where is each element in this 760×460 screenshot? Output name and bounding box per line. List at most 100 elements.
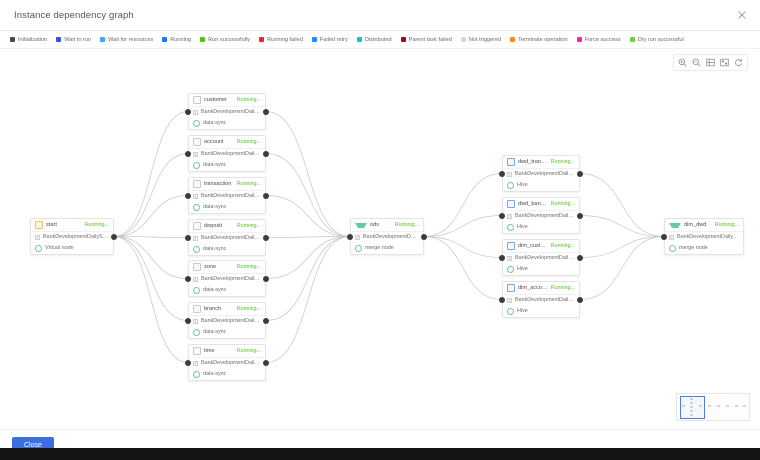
- node-type-icon: [355, 222, 367, 228]
- node-output-anchor[interactable]: [263, 108, 269, 115]
- node-output-anchor[interactable]: [263, 234, 269, 241]
- node-workflow: BankDevelopmentDailySettlem...: [201, 109, 261, 115]
- node-workflow-row: BankDevelopmentDailySettlem...: [665, 232, 743, 243]
- node-input-anchor[interactable]: [185, 317, 191, 324]
- node-input-anchor[interactable]: [661, 233, 667, 240]
- graph-node-dim_dwd[interactable]: dim_dwdRunning...BankDevelopmentDailySet…: [664, 218, 744, 255]
- node-tasktype-row: merge node: [351, 243, 423, 254]
- actual-size-icon[interactable]: [719, 57, 730, 68]
- node-workflow-row: BankDevelopmentDailySettlem...: [503, 253, 579, 264]
- legend-item-running: Running: [162, 37, 191, 43]
- legend-swatch: [56, 37, 62, 42]
- minimap-viewport[interactable]: [680, 396, 705, 419]
- node-type-icon: [193, 180, 201, 188]
- node-workflow-row: BankDevelopmentDailySettlem...: [189, 358, 265, 369]
- graph-node-ods[interactable]: odsRunning...BankDevelopmentDailySettlem…: [350, 218, 424, 255]
- node-type-icon: [35, 221, 43, 229]
- graph-node-dwd_bank_deposit[interactable]: dwd_bank_depositRunning...BankDevelopmen…: [502, 197, 580, 234]
- node-workflow-row: BankDevelopmentDailySettlem...: [351, 232, 423, 243]
- legend-swatch: [100, 37, 106, 42]
- graph-edge: [579, 173, 665, 237]
- graph-canvas[interactable]: startRunning...BankDevelopmentDailySettl…: [0, 49, 760, 429]
- node-task-type: data-sync: [203, 120, 227, 126]
- node-input-anchor[interactable]: [185, 234, 191, 241]
- graph-node-start[interactable]: startRunning...BankDevelopmentDailySettl…: [30, 218, 114, 255]
- node-tasktype-row: merge node: [665, 243, 743, 254]
- node-input-anchor[interactable]: [347, 233, 353, 240]
- page-title: Instance dependency graph: [14, 9, 134, 21]
- node-input-anchor[interactable]: [499, 296, 505, 303]
- graph-edge: [423, 236, 503, 258]
- close-icon[interactable]: [736, 9, 748, 21]
- node-input-anchor[interactable]: [185, 359, 191, 366]
- graph-node-zone[interactable]: zoneRunning...BankDevelopmentDailySettle…: [188, 260, 266, 297]
- node-type-icon: [507, 242, 515, 250]
- node-workflow-row: BankDevelopmentDailySettlem...: [189, 191, 265, 202]
- graph-node-customer[interactable]: customerRunning...BankDevelopmentDailySe…: [188, 93, 266, 130]
- graph-node-dwd_transaction[interactable]: dwd_transaction_d...Running...BankDevelo…: [502, 155, 580, 192]
- zoom-out-icon[interactable]: [691, 57, 702, 68]
- node-input-anchor[interactable]: [185, 150, 191, 157]
- node-tasktype-row: data-sync: [189, 118, 265, 129]
- node-workflow-row: BankDevelopmentDailySettlem...: [503, 211, 579, 222]
- node-tasktype-row: data-sync: [189, 202, 265, 213]
- task-type-icon: [507, 224, 514, 231]
- node-output-anchor[interactable]: [263, 275, 269, 282]
- legend-label: Wait to run: [64, 36, 92, 43]
- graph-toolbar: [673, 54, 748, 71]
- task-type-icon: [507, 266, 514, 273]
- node-tasktype-row: data-sync: [189, 160, 265, 171]
- node-input-anchor[interactable]: [185, 108, 191, 115]
- node-task-type: data-sync: [203, 162, 227, 168]
- workflow-icon: [193, 361, 198, 366]
- node-workflow: BankDevelopmentDailySettlem...: [363, 234, 419, 240]
- node-input-anchor[interactable]: [499, 254, 505, 261]
- legend-item-running-failed: Running failed: [259, 37, 303, 43]
- graph-node-dim_customer[interactable]: dim_customerRunning...BankDevelopmentDai…: [502, 239, 580, 276]
- node-output-anchor[interactable]: [421, 233, 427, 240]
- zoom-in-icon[interactable]: [677, 57, 688, 68]
- node-output-anchor[interactable]: [263, 359, 269, 366]
- graph-node-deposit[interactable]: depositRunning...BankDevelopmentDailySet…: [188, 219, 266, 256]
- node-output-anchor[interactable]: [263, 150, 269, 157]
- task-type-icon: [35, 245, 42, 252]
- graph-node-account[interactable]: accountRunning...BankDevelopmentDailySet…: [188, 135, 266, 172]
- node-workflow: BankDevelopmentDailySettlem...: [515, 297, 575, 303]
- node-title: transaction: [204, 180, 232, 187]
- refresh-icon[interactable]: [733, 57, 744, 68]
- node-input-anchor[interactable]: [499, 212, 505, 219]
- node-task-type: data-sync: [203, 371, 227, 377]
- node-output-anchor[interactable]: [577, 170, 583, 177]
- node-status-badge: Running...: [236, 138, 261, 145]
- node-workflow: BankDevelopmentDailySettlem...: [515, 213, 575, 219]
- legend-swatch: [400, 37, 406, 42]
- node-output-anchor[interactable]: [577, 296, 583, 303]
- legend-label: Running failed: [267, 36, 303, 43]
- legend-label: Parent task failed: [408, 36, 452, 43]
- minimap[interactable]: [676, 393, 750, 421]
- node-output-anchor[interactable]: [263, 192, 269, 199]
- node-output-anchor[interactable]: [577, 254, 583, 261]
- graph-node-branch[interactable]: branchRunning...BankDevelopmentDailySett…: [188, 302, 266, 339]
- fit-view-icon[interactable]: [705, 57, 716, 68]
- node-input-anchor[interactable]: [499, 170, 505, 177]
- node-type-icon: [507, 284, 515, 292]
- node-header: dim_customerRunning...: [503, 240, 579, 253]
- node-output-anchor[interactable]: [577, 212, 583, 219]
- graph-edge: [113, 236, 189, 238]
- node-title: zone: [204, 263, 217, 270]
- legend-item-wait-to-run: Wait to run: [56, 37, 91, 43]
- node-input-anchor[interactable]: [185, 192, 191, 199]
- node-tasktype-row: Virtual node: [31, 243, 113, 254]
- node-output-anchor[interactable]: [111, 233, 117, 240]
- node-task-type: Hive: [517, 266, 528, 272]
- legend-label: Dry run successful: [637, 36, 684, 43]
- graph-node-time[interactable]: timeRunning...BankDevelopmentDailySettle…: [188, 344, 266, 381]
- node-output-anchor[interactable]: [263, 317, 269, 324]
- node-input-anchor[interactable]: [185, 275, 191, 282]
